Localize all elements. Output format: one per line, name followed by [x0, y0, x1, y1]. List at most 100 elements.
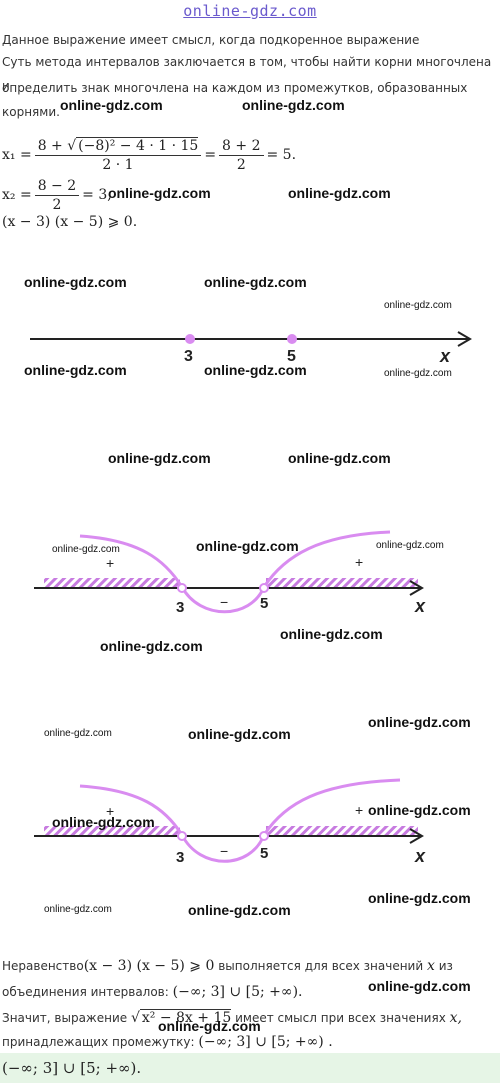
x1-den: 2 · 1 — [102, 156, 134, 173]
hatch-right — [266, 826, 418, 835]
hatch-left — [44, 578, 180, 587]
point-5 — [259, 583, 269, 593]
watermark: online-gdz.com — [44, 728, 112, 739]
conclusion-d1: принадлежащих промежутку: — [2, 1035, 195, 1049]
watermark: online-gdz.com — [368, 890, 471, 906]
label-3: 3 — [184, 348, 193, 365]
sign-plus-right: + — [355, 554, 363, 570]
sign-minus: − — [220, 843, 228, 859]
answer-text: (−∞; 3] ∪ [5; +∞). — [2, 1059, 142, 1077]
label-5: 5 — [260, 595, 268, 612]
watermark: online-gdz.com — [384, 368, 452, 379]
conclusion-line-3: Значит, выражение √x² − 8x + 15 имеет см… — [2, 1009, 462, 1026]
watermark: online-gdz.com — [188, 902, 291, 918]
x1-fraction: 8 + √(−8)² − 4 · 1 · 15 2 · 1 — [34, 136, 202, 174]
intro-line-4: корнями. — [2, 105, 60, 119]
hatch-left — [44, 826, 180, 835]
watermark: online-gdz.com — [280, 626, 383, 642]
conclusion-c-radicand: x² − 8x + 15 — [139, 1009, 232, 1026]
watermark: online-gdz.com — [108, 185, 211, 201]
x1-num2: 8 + 2 — [219, 137, 264, 156]
sign-chart-2: + + − 3 5 x — [34, 778, 426, 866]
label-5: 5 — [260, 845, 268, 862]
axis-label-x: x — [439, 346, 451, 366]
axis-arrow-icon — [457, 331, 472, 347]
watermark: online-gdz.com — [204, 362, 307, 378]
x1-radicand: (−8)² − 4 · 1 · 15 — [76, 136, 199, 154]
site-title[interactable]: online-gdz.com — [183, 2, 317, 20]
watermark: online-gdz.com — [24, 274, 127, 290]
watermark: online-gdz.com — [368, 802, 471, 818]
x2-den: 2 — [52, 196, 62, 213]
sign-chart-1: + + − 3 5 x — [34, 530, 426, 616]
axis-label-x: x — [414, 846, 426, 866]
conclusion-a3: из — [438, 959, 453, 973]
conclusion-c1: Значит, выражение — [2, 1011, 128, 1025]
intro-line-1: Данное выражение имеет смысл, когда подк… — [2, 33, 420, 47]
watermark: online-gdz.com — [44, 904, 112, 915]
x2-lhs: x₂ = — [2, 187, 32, 203]
label-3: 3 — [176, 599, 184, 616]
hatch-right — [266, 578, 418, 587]
x1-num-a: 8 + — [37, 137, 63, 154]
parabola-curve — [79, 530, 391, 614]
axis-arrow-icon — [409, 580, 424, 596]
watermark: online-gdz.com — [288, 185, 391, 201]
watermark: online-gdz.com — [52, 544, 120, 555]
point-3 — [177, 831, 187, 841]
point-5 — [287, 334, 297, 344]
axis-arrow-icon — [409, 828, 424, 844]
watermark: online-gdz.com — [204, 274, 307, 290]
watermark: online-gdz.com — [368, 714, 471, 730]
watermark: online-gdz.com — [288, 450, 391, 466]
conclusion-a-var: x — [426, 958, 435, 974]
x2-fraction: 8 − 2 2 — [34, 177, 80, 214]
inequality: (x − 3) (x − 5) ⩾ 0. — [2, 214, 138, 230]
watermark: online-gdz.com — [158, 1018, 261, 1034]
x2-result: = 3, — [82, 187, 112, 203]
watermark: online-gdz.com — [368, 978, 471, 994]
watermark: online-gdz.com — [384, 300, 452, 311]
conclusion-line-2: объединения интервалов: (−∞; 3] ∪ [5; +∞… — [2, 980, 498, 1004]
watermark: online-gdz.com — [108, 450, 211, 466]
axis-label-x: x — [414, 596, 426, 616]
x1-result: = 5. — [266, 147, 297, 163]
watermark: online-gdz.com — [60, 97, 163, 113]
label-3: 3 — [176, 849, 184, 866]
x1-fraction-2: 8 + 2 2 — [219, 137, 264, 174]
point-5 — [259, 831, 269, 841]
conclusion-a1: Неравенство — [2, 959, 84, 973]
x1-den2: 2 — [236, 156, 246, 173]
sign-plus-left: + — [106, 555, 114, 571]
conclusion-c-var: x, — [449, 1010, 462, 1026]
watermark: online-gdz.com — [100, 638, 203, 654]
conclusion-b1: объединения интервалов: — [2, 985, 169, 999]
sign-minus: − — [220, 594, 228, 610]
x1-eq: = — [204, 147, 217, 163]
watermark: online-gdz.com — [376, 540, 444, 551]
equation-x2: x₂ = 8 − 2 2 = 3, — [2, 174, 112, 216]
watermark: online-gdz.com — [188, 726, 291, 742]
equation-x1: x₁ = 8 + √(−8)² − 4 · 1 · 15 2 · 1 = 8 +… — [2, 130, 296, 180]
point-3 — [177, 583, 187, 593]
conclusion-line-4: принадлежащих промежутку: (−∞; 3] ∪ [5; … — [2, 1030, 498, 1054]
watermark: online-gdz.com — [196, 538, 299, 554]
x1-lhs: x₁ = — [2, 147, 32, 163]
label-5: 5 — [287, 348, 296, 365]
intro-line-3: определить знак многочлена на каждом из … — [2, 81, 468, 95]
conclusion-c2: имеет смысл при всех значениях — [235, 1011, 446, 1025]
intro-line-2: Суть метода интервалов заключается в том… — [2, 55, 492, 93]
conclusion-b-expr: (−∞; 3] ∪ [5; +∞). — [172, 984, 303, 1000]
watermark: online-gdz.com — [242, 97, 345, 113]
watermark: online-gdz.com — [24, 362, 127, 378]
sign-plus-right: + — [355, 802, 363, 818]
x2-num: 8 − 2 — [34, 177, 80, 196]
conclusion-a-expr: (x − 3) (x − 5) ⩾ 0 — [83, 958, 215, 974]
parabola-curve — [79, 778, 401, 863]
sign-plus-left: + — [106, 803, 114, 819]
conclusion-a2: выполняется для всех значений — [218, 959, 424, 973]
answer-box: (−∞; 3] ∪ [5; +∞). — [0, 1053, 500, 1083]
number-line-points: 3 5 x — [30, 331, 472, 366]
conclusion-line-1: Неравенство(x − 3) (x − 5) ⩾ 0 выполняет… — [2, 954, 498, 978]
watermark: online-gdz.com — [52, 814, 155, 830]
